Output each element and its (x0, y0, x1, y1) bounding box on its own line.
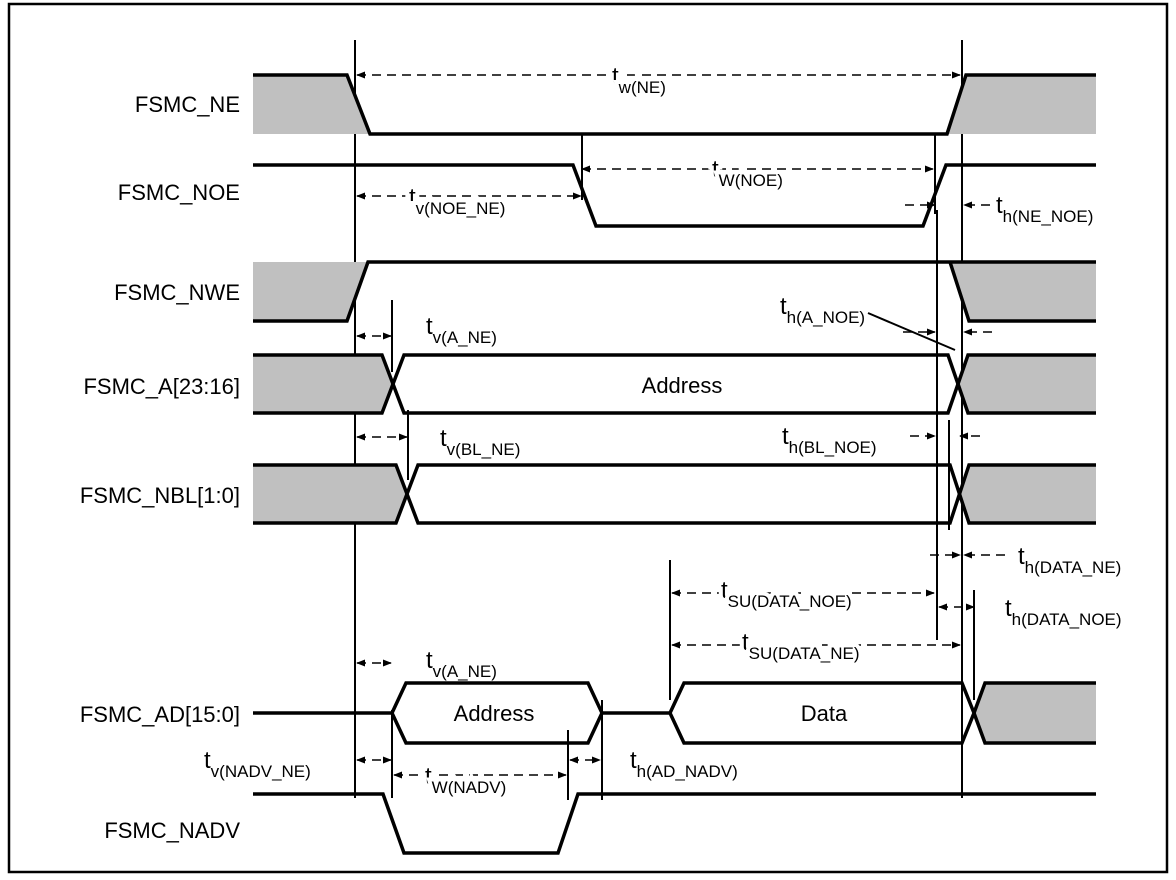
label-th-a-noe: th(A_NOE) (780, 293, 865, 327)
signal-label-fsmc-noe: FSMC_NOE (118, 180, 240, 205)
label-tv-noe-ne: tv(NOE_NE) (409, 184, 505, 218)
waveform-fsmc-ne (253, 73, 1096, 136)
waveform-fsmc-ad (253, 681, 1096, 745)
label-tv-a-ne-2: tv(A_NE) (426, 647, 497, 681)
label-tw-noe: tW(NOE) (712, 156, 783, 190)
label-tv-a-ne: tv(A_NE) (426, 313, 497, 347)
label-tw-ne: tw(NE) (612, 63, 666, 97)
waveform-fsmc-nbl (253, 463, 1096, 525)
label-tsu-data-ne: tSU(DATA_NE) (742, 629, 860, 663)
waveform-fsmc-nwe (253, 260, 1096, 323)
label-tw-nadv: tW(NADV) (425, 763, 506, 797)
label-tsu-data-noe: tSU(DATA_NOE) (721, 577, 852, 611)
label-tv-nadv-ne: tv(NADV_NE) (204, 747, 311, 781)
signal-label-fsmc-ad: FSMC_AD[15:0] (80, 702, 240, 727)
waveform-fsmc-a (253, 353, 1096, 415)
signal-label-fsmc-nwe: FSMC_NWE (114, 280, 240, 305)
timing-labels: tw(NE) tv(NOE_NE) tW(NOE) th(NE_NOE) tv(… (204, 59, 1122, 801)
label-tv-bl-ne: tv(BL_NE) (440, 425, 520, 459)
signal-label-fsmc-ne: FSMC_NE (135, 92, 240, 117)
label-th-data-noe: th(DATA_NOE) (1005, 595, 1122, 629)
timing-arrows (356, 71, 1005, 800)
waveform-fsmc-nadv (253, 792, 1096, 855)
bus-label-a-address: Address (642, 373, 723, 398)
signal-label-fsmc-nbl: FSMC_NBL[1:0] (80, 483, 240, 508)
label-th-ne-noe: th(NE_NOE) (996, 192, 1093, 226)
label-th-bl-noe: th(BL_NOE) (782, 423, 877, 457)
label-th-data-ne: th(DATA_NE) (1018, 543, 1121, 577)
waveform-fsmc-noe (253, 163, 1096, 228)
label-th-ad-nadv: th(AD_NADV) (630, 747, 738, 781)
signal-label-fsmc-a: FSMC_A[23:16] (83, 374, 240, 399)
bus-label-ad-data: Data (801, 701, 848, 726)
bus-label-ad-address: Address (454, 701, 535, 726)
signal-label-fsmc-nadv: FSMC_NADV (104, 818, 240, 843)
diagram-frame (7, 2, 1169, 874)
